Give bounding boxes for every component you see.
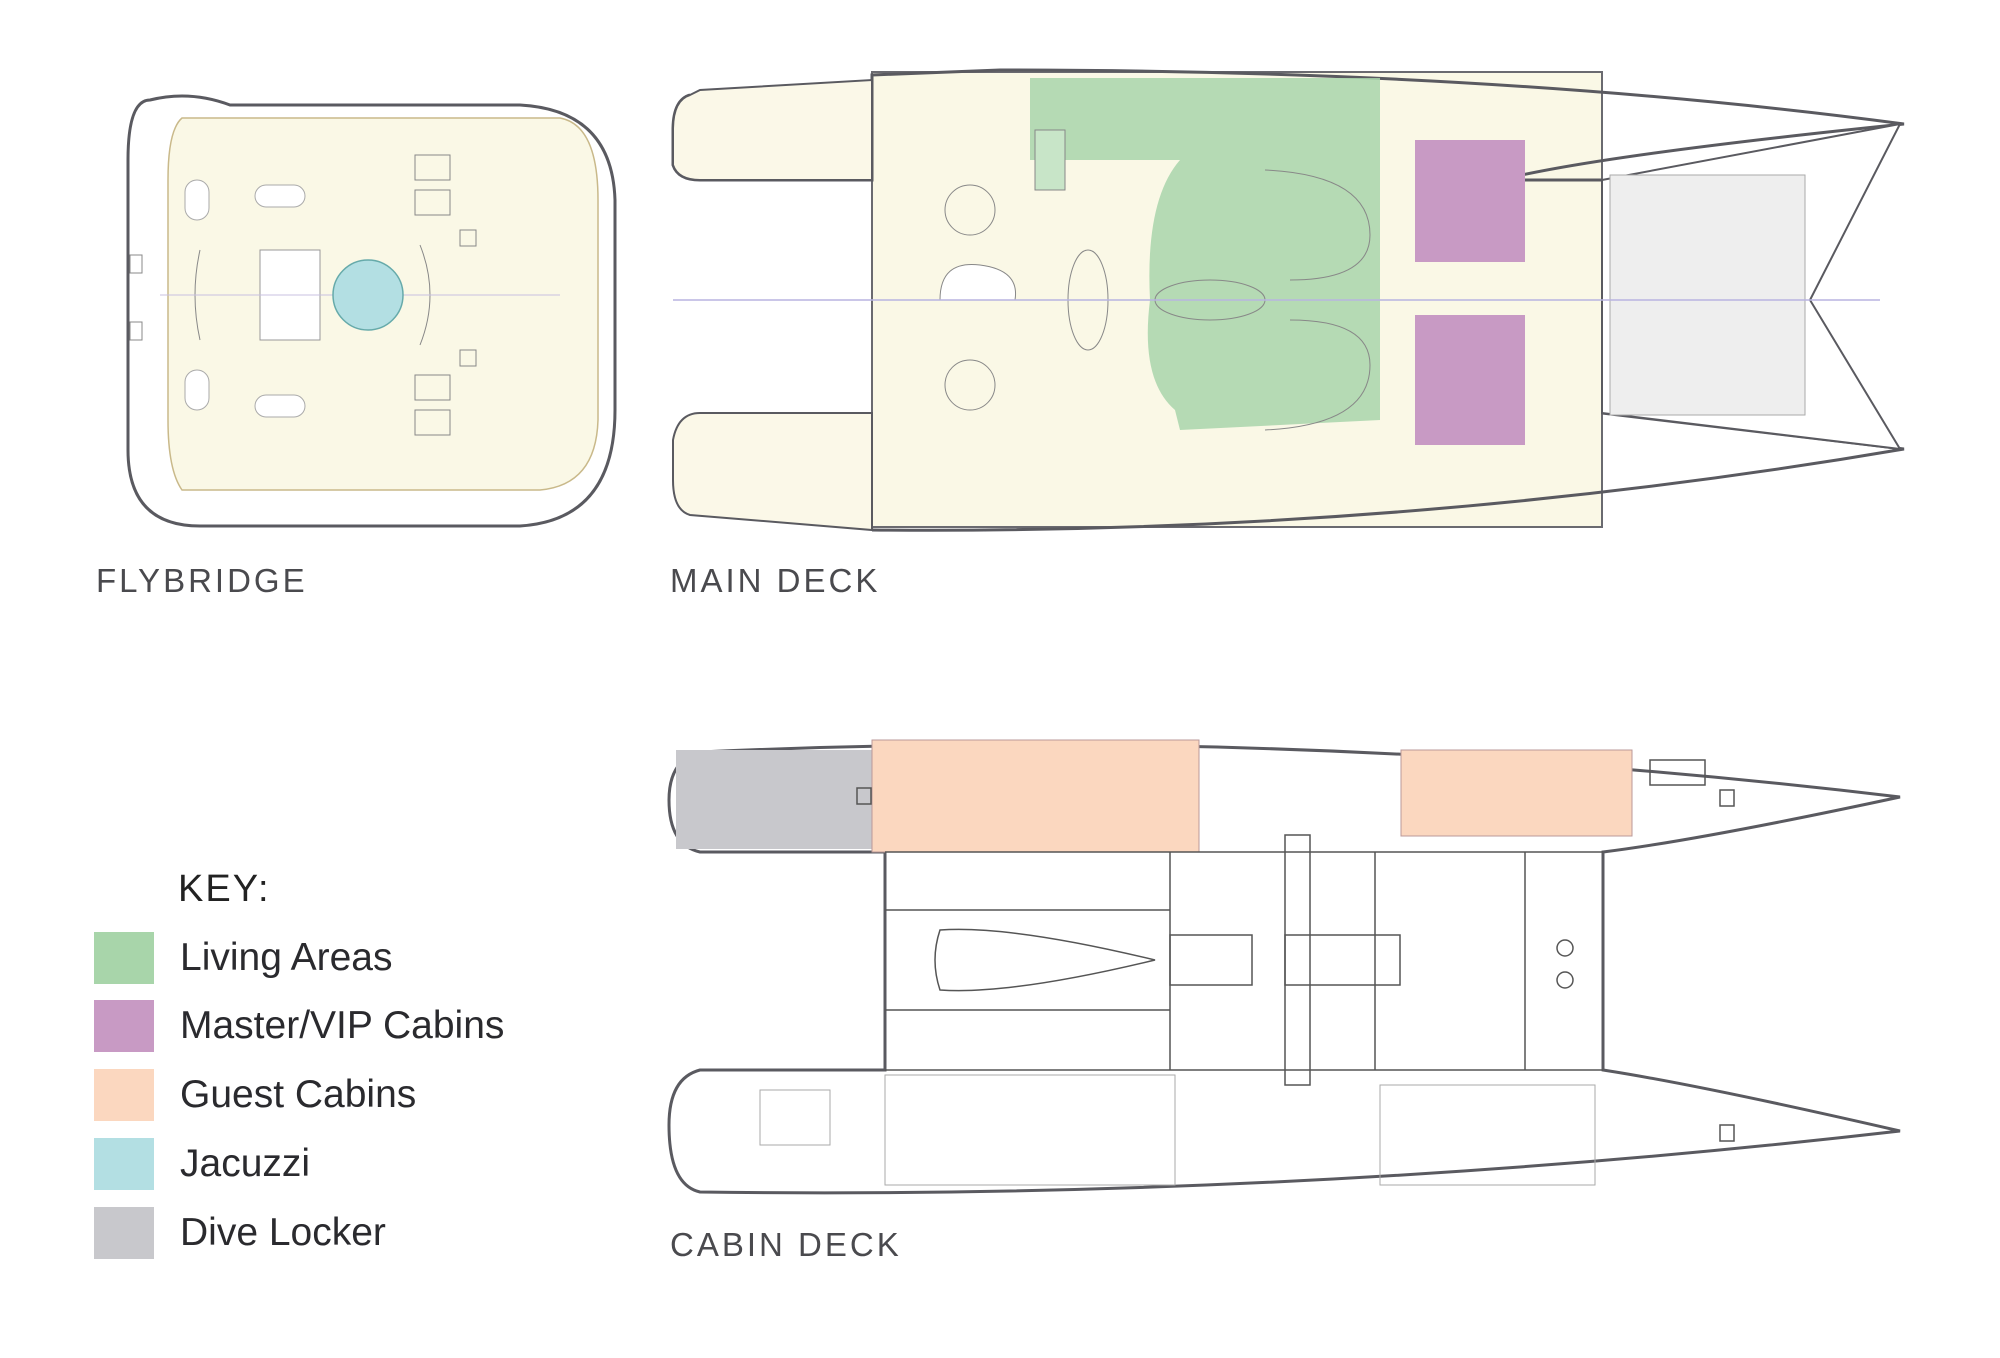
key-item-master-vip-cabins: Master/VIP Cabins [94, 1000, 504, 1052]
key-item-jacuzzi: Jacuzzi [94, 1138, 310, 1190]
jacuzzi-swatch [94, 1138, 154, 1190]
dive-locker-swatch [94, 1207, 154, 1259]
master-vip-swatch [94, 1000, 154, 1052]
key-label: Jacuzzi [180, 1142, 311, 1185]
dive-locker [676, 750, 872, 849]
jacuzzi [332, 259, 404, 331]
key-label: Dive Locker [180, 1211, 386, 1254]
key-item-dive-locker: Dive Locker [94, 1207, 386, 1259]
living-areas-swatch [94, 932, 154, 984]
key-label: Guest Cabins [180, 1073, 417, 1116]
flybridge-plan [126, 94, 617, 528]
key-item-living-areas: Living Areas [94, 932, 392, 984]
key-title: KEY: [178, 868, 271, 910]
key-label: Living Areas [180, 936, 393, 979]
cabin-deck-plan [667, 739, 1901, 1195]
flybridge-label: FLYBRIDGE [96, 562, 308, 599]
cabin-deck-label: CABIN DECK [670, 1226, 902, 1263]
guest-cabins-swatch [94, 1069, 154, 1121]
trampoline-net [1609, 174, 1806, 416]
key-label: Master/VIP Cabins [180, 1004, 505, 1047]
main-deck-label: MAIN DECK [670, 562, 881, 599]
key-item-guest-cabins: Guest Cabins [94, 1069, 416, 1121]
main-deck-plan [671, 68, 1905, 532]
